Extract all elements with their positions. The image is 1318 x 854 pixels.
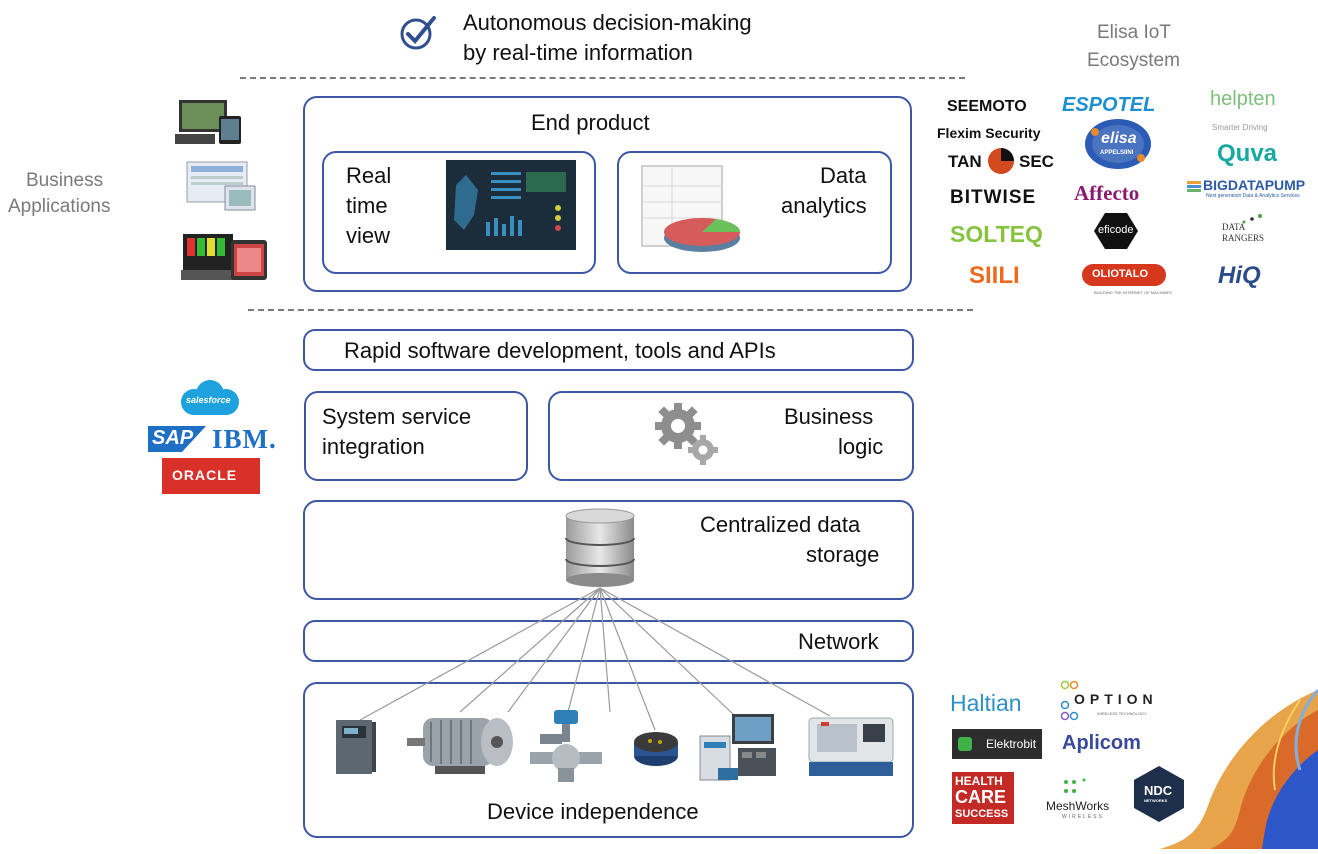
end-product-title: End product <box>531 110 650 135</box>
partner-logo-tansec-left: TAN <box>948 152 982 171</box>
partner-logo-meshworks: MeshWorks <box>1046 799 1110 813</box>
partner-logo-healthcare-badge <box>952 772 1014 824</box>
partner-logo-healthcare-line2: CARE <box>955 787 1007 807</box>
partner-logo-affecto: Affecto <box>1074 181 1140 205</box>
dashboard-devices-image-1 <box>175 98 245 148</box>
partner-logo-hiq: HiQ <box>1218 262 1261 289</box>
centralized-data-storage-line1: Centralized data <box>700 512 861 537</box>
ibm-logo: IBM. <box>212 424 277 454</box>
top-dashed-divider <box>240 77 965 79</box>
header-title-line2: by real-time information <box>463 40 693 65</box>
partner-logo-bitwise: BITWISE <box>950 187 1037 208</box>
middle-dashed-divider <box>248 309 973 311</box>
rapid-development-box <box>303 329 914 371</box>
partner-logo-ndc-badge <box>1134 766 1184 822</box>
device-independence-label: Device independence <box>487 799 699 824</box>
partner-logo-bigdatapump-icon <box>1187 180 1201 192</box>
partner-logo-bigdatapump-tagline: Next generation Data & Analytics Service… <box>1206 193 1300 199</box>
business-logic-box <box>548 391 914 481</box>
data-analytics-line1: Data <box>820 163 867 188</box>
network-box <box>303 620 914 662</box>
partner-logo-oliotalo: OLIOTALO <box>1092 268 1149 280</box>
sap-logo-badge <box>148 426 206 452</box>
partner-logo-elektrobit-badge <box>952 729 1042 759</box>
electric-motor-device-image <box>405 708 517 778</box>
business-logic-line2: logic <box>838 434 884 459</box>
salesforce-logo-text: salesforce <box>186 395 231 405</box>
business-apps-label-line2: Applications <box>8 196 111 217</box>
rapid-development-label: Rapid software development, tools and AP… <box>344 338 776 363</box>
real-time-view-line2: time <box>346 193 388 218</box>
business-apps-label-line1: Business <box>26 170 104 191</box>
partner-logo-oliotalo-badge <box>1082 264 1166 286</box>
partner-logo-healthcare-line3: SUCCESS <box>955 808 1009 820</box>
business-logic-line1: Business <box>784 404 874 429</box>
sap-logo: SAP <box>152 427 194 449</box>
partner-logo-bigdatapump: BIGDATAPUMP <box>1203 177 1306 193</box>
partner-logo-meshworks-tagline: WIRELESS <box>1062 814 1104 820</box>
partner-logo-elisa: elisa <box>1101 130 1137 147</box>
dashboard-devices-image-2 <box>185 160 260 212</box>
partner-logo-eficode: eficode <box>1098 224 1134 236</box>
cnc-lathe-device-image <box>805 712 897 780</box>
oracle-logo-badge <box>162 458 260 494</box>
partner-logo-aplicom: Aplicom <box>1062 732 1141 754</box>
data-analytics-line2: analytics <box>781 193 867 218</box>
data-analytics-chart-icon <box>636 160 746 260</box>
dashboard-devices-image-3 <box>181 232 269 284</box>
simulation-render-graphic <box>1150 680 1318 849</box>
frequency-drive-device-image <box>334 718 376 776</box>
partner-logo-siili: SIILI <box>969 262 1020 289</box>
partner-logo-helpten: helpten <box>1210 88 1276 110</box>
ecosystem-label-line1: Elisa IoT <box>1097 22 1171 43</box>
partner-logo-seemoto: SEEMOTO <box>947 98 1027 115</box>
centralized-data-storage-line2: storage <box>806 542 880 567</box>
system-service-integration-box <box>304 391 528 481</box>
partner-logo-solteq: SOLTEQ <box>950 221 1043 247</box>
real-time-dashboard-image <box>446 160 576 250</box>
partner-logo-elisa-sub: APPELSIINI <box>1100 150 1134 156</box>
partner-logo-elisa-badge <box>1083 118 1153 170</box>
gears-icon <box>651 398 723 468</box>
plc-controller-device-image <box>698 712 778 784</box>
partner-logo-ndc-tagline: NETWORKS <box>1144 798 1168 803</box>
system-service-integration-line2: integration <box>322 434 425 459</box>
control-valve-device-image <box>530 708 602 784</box>
network-label: Network <box>798 629 879 654</box>
partner-logo-healthcare-line1: HEALTH <box>955 774 1003 788</box>
real-time-view-line3: view <box>346 223 391 248</box>
partner-logo-elektrobit: Elektrobit <box>986 737 1037 751</box>
partner-logo-datarangers-dots <box>1240 212 1264 224</box>
partner-logo-option-tagline: WIRELESS TECHNOLOGY <box>1097 711 1147 716</box>
partner-logo-datarangers-bottom: RANGERS <box>1222 233 1265 243</box>
salesforce-cloud-logo <box>178 380 242 418</box>
database-icon <box>563 508 637 588</box>
partner-logo-meshworks-dots <box>1062 776 1092 796</box>
partner-logo-tansec-right: SEC <box>1019 152 1054 171</box>
partner-logo-quva: Quva <box>1217 140 1278 167</box>
check-circle-icon <box>398 12 438 52</box>
partner-logo-espotel: ESPOTEL <box>1062 94 1156 116</box>
oracle-logo: ORACLE <box>172 467 238 483</box>
header-title-line1: Autonomous decision-making <box>463 10 752 35</box>
partner-logo-eficode-badge <box>1094 211 1138 251</box>
partner-logo-option: OPTION <box>1074 691 1158 707</box>
sensor-puck-device-image <box>632 728 680 768</box>
system-service-integration-line1: System service <box>322 404 472 429</box>
partner-logo-oliotalo-tagline: BUILDING THE INTERNET OF MACHINES <box>1094 290 1172 295</box>
partner-logo-ndc: NDC <box>1144 783 1173 798</box>
partner-logo-tansec-orb <box>986 146 1016 176</box>
partner-logo-option-circles <box>1060 680 1080 722</box>
partner-logo-helpten-tagline: Smarter Driving <box>1212 123 1268 132</box>
partner-logo-datarangers-top: DATA <box>1222 222 1246 232</box>
real-time-view-line1: Real <box>346 163 392 188</box>
partner-logo-flexim: Flexim Security <box>937 125 1041 141</box>
ecosystem-label-line2: Ecosystem <box>1087 50 1180 71</box>
partner-logo-haltian: Haltian <box>950 690 1022 716</box>
